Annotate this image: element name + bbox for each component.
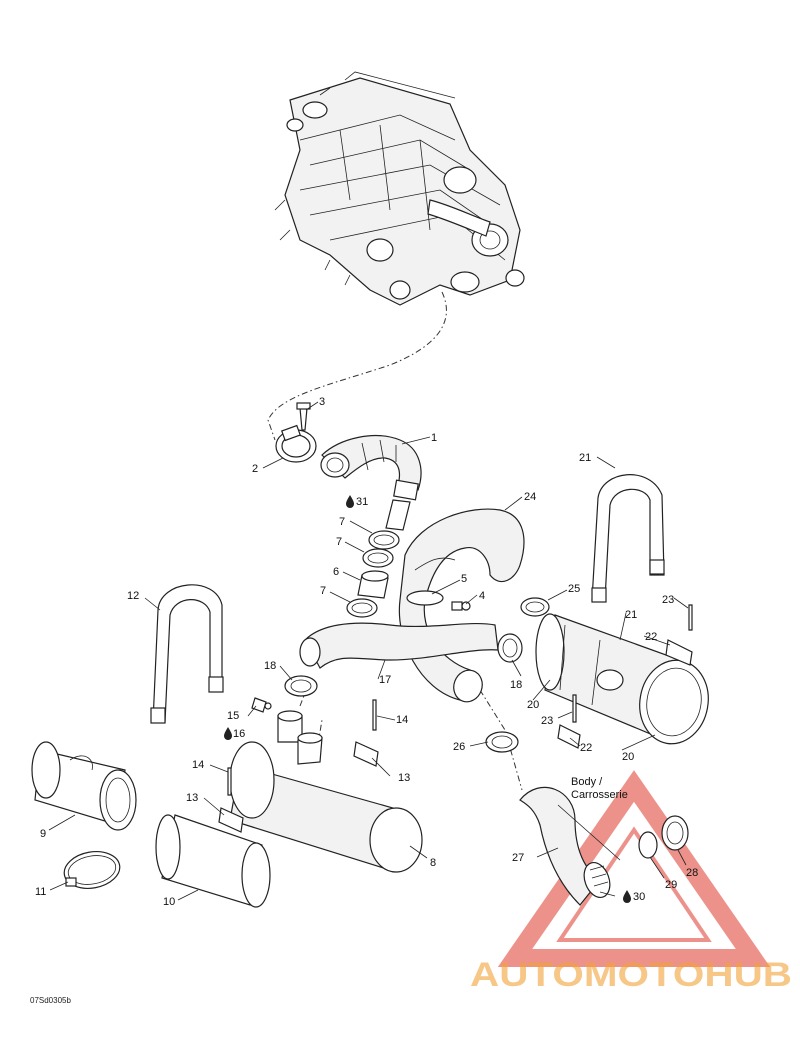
clamp-part-26: [485, 731, 519, 753]
clamp-part-2: [275, 424, 317, 463]
callout-17: 17: [379, 674, 391, 686]
nut-part-28: [661, 815, 689, 851]
body-note-line-1: Body /: [571, 776, 603, 788]
callout-24: 24: [524, 491, 536, 503]
callout-9: 9: [40, 828, 46, 840]
callout-23-lower: 23: [541, 715, 553, 727]
drop-icon-16: [224, 727, 232, 740]
screw-part-3: [296, 402, 311, 431]
exhaust-hose-part-17: [299, 622, 499, 669]
callout-13-left: 13: [186, 792, 198, 804]
callout-7-top: 7: [339, 516, 345, 528]
callout-7-low: 7: [320, 585, 326, 597]
sleeve-part-10: [155, 814, 271, 908]
callout-8: 8: [430, 857, 436, 869]
callout-31: 31: [356, 496, 368, 508]
bolt-part-4: [451, 601, 471, 611]
sealant-drop-icons: [224, 495, 631, 903]
brackets-part-22: [557, 639, 693, 749]
outlet-pipe-part-27: [519, 786, 611, 906]
body-note-line-2: Carrosserie: [571, 789, 628, 801]
callout-labels: 1 2 3 4 5 6 7 7 7 8 9 10 11 12 13 13 14 …: [35, 396, 698, 908]
callout-1: 1: [431, 432, 437, 444]
strap-part-12: [150, 584, 224, 724]
callout-12: 12: [127, 590, 139, 602]
callout-20-left: 20: [527, 699, 539, 711]
callout-25: 25: [568, 583, 580, 595]
callout-14-left: 14: [192, 759, 204, 771]
callout-6: 6: [333, 566, 339, 578]
callout-22-lower: 22: [580, 742, 592, 754]
clamps-part-7: [346, 530, 400, 618]
routing-line-pipe-to-outlet: [479, 689, 523, 791]
callout-11: 11: [35, 886, 46, 898]
bolts-part-14: [227, 699, 377, 796]
connecting-pipe: [385, 499, 411, 531]
callout-20-right: 20: [622, 751, 634, 763]
brackets-part-13: [218, 741, 379, 833]
callout-10: 10: [163, 896, 175, 908]
clamps-part-18: [284, 633, 523, 697]
body-note: Body / Carrosserie: [571, 776, 628, 802]
exhaust-elbow-part-1: [320, 435, 422, 501]
callout-15: 15: [227, 710, 239, 722]
callout-21-top: 21: [579, 452, 591, 464]
watermark-text: AUTOMOTOHUB: [470, 956, 792, 994]
callout-7-mid: 7: [336, 536, 342, 548]
bolts-part-23: [572, 604, 693, 723]
callout-18-left: 18: [264, 660, 276, 672]
clamp-part-25: [520, 597, 550, 617]
muffler-part-8: [229, 710, 423, 873]
drop-icon-30: [623, 890, 631, 903]
strap-part-21: [591, 474, 665, 603]
callout-5: 5: [461, 573, 467, 585]
drop-icon-31: [346, 495, 354, 508]
callout-29: 29: [665, 879, 677, 891]
pipe-part-9: [31, 741, 137, 831]
callout-4: 4: [479, 590, 485, 602]
callout-2: 2: [252, 463, 258, 475]
callout-21-side: 21: [625, 609, 637, 621]
routing-line-engine-to-clamp: [267, 291, 447, 441]
clamp-part-5: [406, 590, 444, 606]
engine-illustration: [274, 71, 525, 306]
clamp-part-11: [63, 851, 121, 889]
sleeve-part-6: [357, 570, 389, 599]
callout-16: 16: [233, 728, 245, 740]
callout-22-right: 22: [645, 631, 657, 643]
callout-26: 26: [453, 741, 465, 753]
leader-lines: [48, 401, 689, 901]
callout-3: 3: [319, 396, 325, 408]
drawing-code: 07Sd0305b: [30, 996, 71, 1005]
callout-27: 27: [512, 852, 524, 864]
callout-23-right: 23: [662, 594, 674, 606]
callout-14-right: 14: [396, 714, 408, 726]
callout-13-right: 13: [398, 772, 410, 784]
callout-28: 28: [686, 867, 698, 879]
ring-part-29: [638, 831, 658, 859]
callout-30: 30: [633, 891, 645, 903]
fitting-part-15: [251, 697, 272, 713]
callout-18-right: 18: [510, 679, 522, 691]
